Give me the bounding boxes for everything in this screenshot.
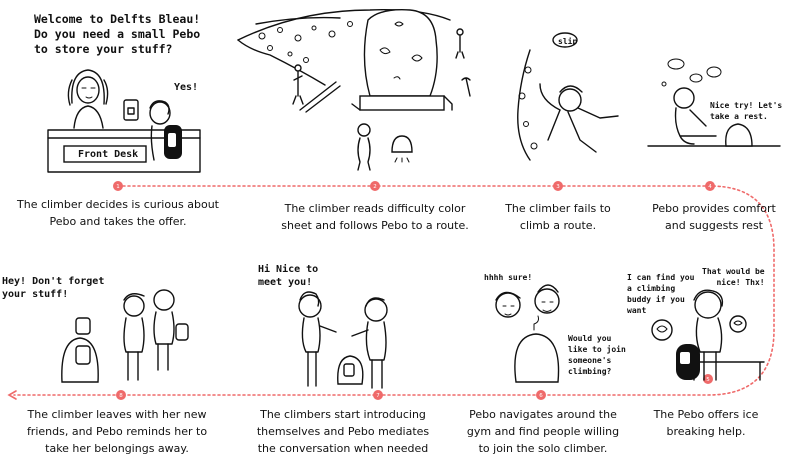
caption-step-8: The climber leaves with her new friends,…: [26, 408, 208, 455]
dont-forget-speech: Hey! Don't forget your stuff!: [2, 276, 105, 300]
step-dot-5: 5: [703, 374, 713, 384]
scene-introducing: [298, 291, 388, 389]
step-num-1: 1: [116, 184, 120, 190]
journey-path: [13, 185, 775, 396]
caption-step-4: Pebo provides comfort and suggests rest: [652, 202, 776, 232]
join-speech: Would you like to join someone's climbin…: [568, 334, 626, 376]
step-dot-8: 8: [116, 390, 126, 400]
step-dot-1: 1: [113, 181, 123, 191]
front-desk-sign: Front Desk: [78, 149, 139, 160]
scene-leaving: [61, 289, 189, 383]
step-num-5: 5: [706, 377, 710, 383]
step-num-2: 2: [373, 184, 377, 190]
slip-speech: slip: [558, 37, 578, 46]
nice-try-speech: Nice try! Let's take a rest.: [710, 101, 783, 121]
yes-speech: Yes!: [174, 82, 199, 93]
scene-ice-breaking: [651, 289, 765, 381]
step-num-6: 6: [539, 393, 543, 399]
scene-navigate: [495, 284, 560, 383]
caption-step-2: The climber reads difficulty color sheet…: [281, 202, 469, 232]
step-dot-6: 6: [536, 390, 546, 400]
step-dot-3: 3: [553, 181, 563, 191]
step-dot-4: 4: [705, 181, 715, 191]
step-num-8: 8: [119, 393, 123, 399]
step-num-3: 3: [556, 184, 560, 190]
step-dot-2: 2: [370, 181, 380, 191]
caption-step-6: Pebo navigates around the gym and find p…: [466, 408, 620, 455]
caption-step-1: The climber decides is curious about Peb…: [17, 198, 219, 228]
scene-climbing-wall: [237, 9, 471, 171]
hi-nice-speech: Hi Nice to meet you!: [258, 264, 319, 288]
journey-arrow-head: [7, 390, 17, 400]
step-dot-7: 7: [373, 390, 383, 400]
scene-climber-falls: [517, 32, 619, 161]
scene-front-desk: [47, 69, 201, 173]
find-buddy-speech: I can find you a climbing buddy if you w…: [627, 273, 695, 315]
that-would-speech: That would be nice! Thx!: [702, 267, 765, 287]
caption-step-3: The climber fails to climb a route.: [505, 202, 611, 232]
caption-step-5: The Pebo offers ice breaking help.: [653, 408, 759, 438]
step-num-4: 4: [708, 184, 712, 190]
welcome-speech: Welcome to Delfts Bleau! Do you need a s…: [34, 12, 201, 56]
scene-rest: [647, 58, 781, 147]
hhhh-sure-speech: hhhh sure!: [484, 273, 533, 282]
step-num-7: 7: [376, 393, 380, 399]
caption-step-7: The climbers start introducing themselve…: [256, 408, 430, 455]
